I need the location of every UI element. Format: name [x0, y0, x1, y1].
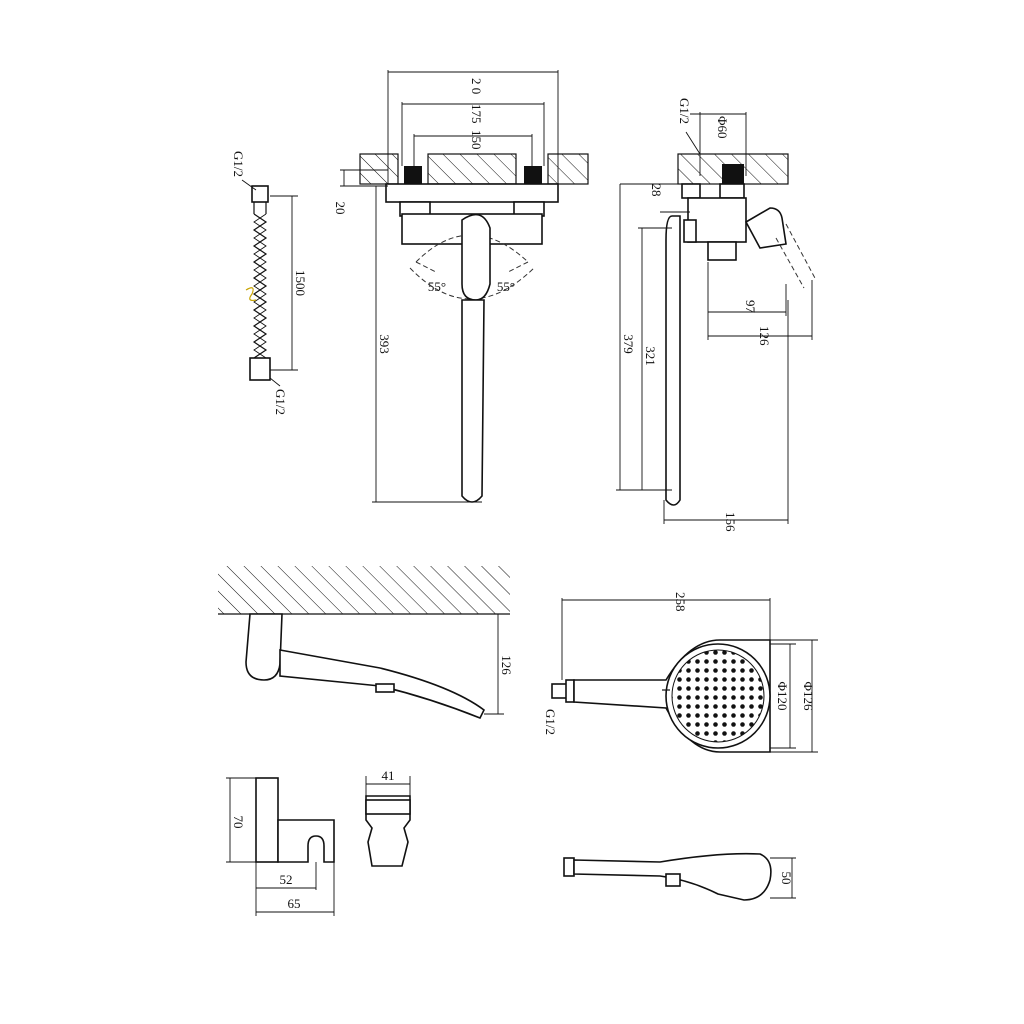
- holder-cradle: [277, 819, 335, 863]
- side-height-lower: 321: [643, 346, 658, 366]
- side-spout-label: 156: [723, 512, 738, 532]
- side-height-total: 379: [621, 334, 636, 354]
- hose-coil: [252, 213, 268, 359]
- lever: [461, 213, 491, 301]
- side-view: Φ60 G1/2 28 379 321 156 97 126: [616, 98, 817, 532]
- side-spout: [665, 215, 681, 506]
- handshower-length-label: 258: [673, 592, 688, 612]
- holder-plate: [255, 777, 279, 863]
- front-height-label: 393: [377, 334, 392, 354]
- mixer-body-top: [385, 183, 559, 203]
- hose-top-thread-label: G1/2: [231, 151, 246, 177]
- front-angle-right: 55°: [497, 279, 515, 294]
- side-lever: [744, 207, 787, 249]
- front-width-mid: 175: [469, 104, 484, 124]
- spout-view: 126: [218, 566, 514, 720]
- handshower-outer-diameter: Φ126: [801, 681, 816, 711]
- side-lever-b: 126: [757, 326, 772, 346]
- spout-height-label: 126: [499, 655, 514, 675]
- handshower-view: 258 Φ120 Φ126 G1/2: [543, 592, 818, 753]
- hose-bottom-thread-label: G1/2: [273, 389, 288, 415]
- handshower-side-view: 50: [563, 852, 796, 901]
- side-offset-label: 28: [649, 184, 664, 197]
- holder-depth-a: 52: [280, 872, 293, 887]
- front-view: 2 0 175 150 20 55° 55° 393: [333, 70, 589, 503]
- holder-depth-b: 65: [288, 896, 301, 911]
- handshower-thickness-label: 50: [779, 872, 794, 885]
- side-diameter-label: Φ60: [715, 116, 730, 139]
- handshower-thread-label: G1/2: [543, 709, 558, 735]
- front-angle-left: 55°: [428, 279, 446, 294]
- side-thread-label: G1/2: [677, 98, 692, 124]
- spout-mount: [245, 613, 283, 681]
- holder-height-label: 70: [231, 816, 246, 829]
- hose-bottom-nut: [249, 357, 271, 381]
- front-depth-label: 20: [333, 202, 348, 215]
- handshower-face-diameter: Φ120: [775, 681, 790, 710]
- hose-view: 1500 G1/2 G1/2: [231, 151, 308, 415]
- spout: [461, 299, 485, 503]
- front-width-outer: 2 0: [469, 78, 484, 94]
- hose-length-label: 1500: [293, 270, 308, 296]
- holder-view: 70 52 65 41: [226, 768, 411, 916]
- front-width-inner: 150: [469, 130, 484, 150]
- side-lever-a: 97: [743, 300, 758, 314]
- holder-width-label: 41: [382, 768, 395, 783]
